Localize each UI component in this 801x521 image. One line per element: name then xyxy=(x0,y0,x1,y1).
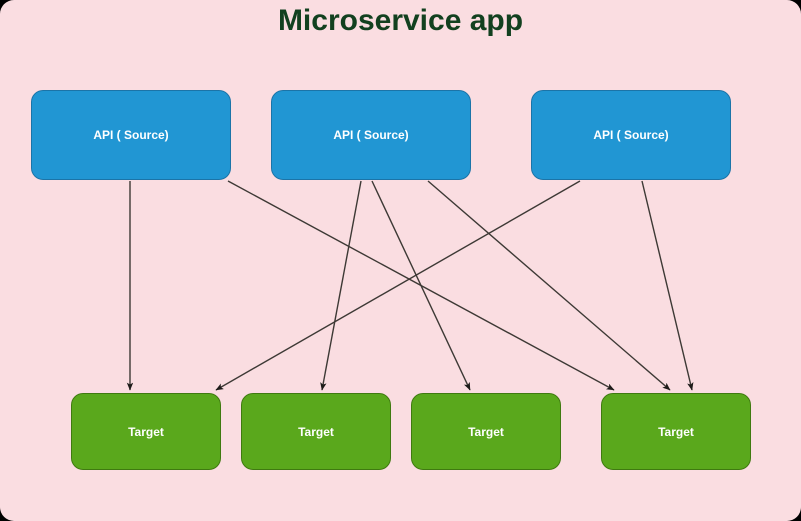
edge-src2-to-tgt4 xyxy=(427,180,671,391)
node-target-3[interactable]: Target xyxy=(411,393,561,470)
edge-src2-to-tgt2 xyxy=(320,180,362,391)
node-label: API ( Source) xyxy=(93,128,169,142)
node-label: Target xyxy=(658,424,694,439)
node-label: API ( Source) xyxy=(593,128,669,142)
node-label: Target xyxy=(298,424,334,439)
edge-src3-to-tgt1 xyxy=(215,180,581,391)
node-api-source-2[interactable]: API ( Source) xyxy=(271,90,471,180)
node-label: Target xyxy=(128,424,164,439)
node-label: API ( Source) xyxy=(333,128,409,142)
page-title: Microservice app xyxy=(277,4,524,37)
edge-group xyxy=(126,180,694,391)
node-target-4[interactable]: Target xyxy=(601,393,751,470)
node-api-source-3[interactable]: API ( Source) xyxy=(531,90,731,180)
node-target-1[interactable]: Target xyxy=(71,393,221,470)
edge-src3-to-tgt4 xyxy=(641,180,694,391)
edge-src2-to-tgt3 xyxy=(371,180,471,391)
node-label: Target xyxy=(468,424,504,439)
node-api-source-1[interactable]: API ( Source) xyxy=(31,90,231,180)
node-target-2[interactable]: Target xyxy=(241,393,391,470)
